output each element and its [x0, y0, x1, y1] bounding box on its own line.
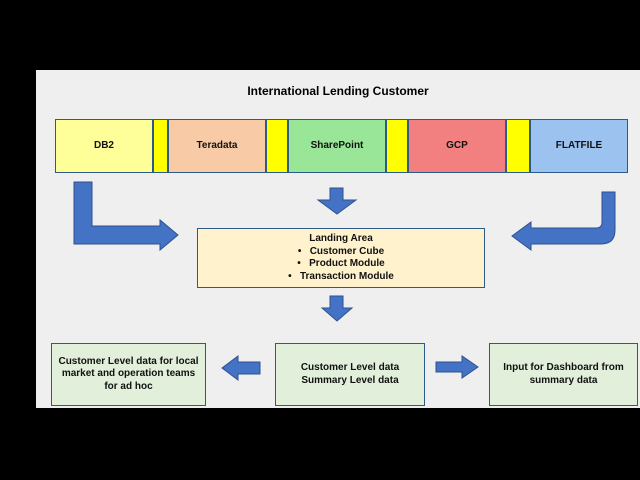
source-flatfile: FLATFILE	[530, 119, 628, 173]
source-teradata: Teradata	[168, 119, 266, 173]
output-left-box: Customer Level data for local market and…	[51, 343, 206, 406]
separator-2	[266, 119, 288, 173]
arrow-flatfile-to-landing	[511, 191, 616, 251]
source-sharepoint: SharePoint	[288, 119, 386, 173]
landing-area-heading: Landing Area	[309, 233, 373, 244]
arrow-sources-to-landing	[316, 187, 358, 215]
source-gcp: GCP	[408, 119, 506, 173]
separator-1	[153, 119, 168, 173]
diagram-title: International Lending Customer	[247, 84, 429, 98]
separator-3	[386, 119, 408, 173]
arrow-db2-to-landing	[73, 181, 179, 252]
output-center-line1: Customer Level data	[300, 362, 400, 373]
arrow-landing-to-output	[320, 295, 354, 322]
source-db2: DB2	[55, 119, 153, 173]
separator-4	[506, 119, 530, 173]
output-right-box: Input for Dashboard from summary data	[489, 343, 638, 406]
output-center-box: Customer Level data Summary Level data	[275, 343, 425, 406]
landing-item-product-module: • Product Module	[297, 258, 385, 269]
arrow-to-right-output	[435, 355, 479, 379]
landing-item-customer-cube: • Customer Cube	[297, 245, 385, 257]
landing-item-transaction-module: • Transaction Module	[288, 270, 394, 282]
landing-area-box: Landing Area • Customer Cube • Product M…	[197, 228, 485, 288]
arrow-to-left-output	[221, 355, 261, 381]
output-center-line2: Summary Level data	[301, 374, 399, 386]
